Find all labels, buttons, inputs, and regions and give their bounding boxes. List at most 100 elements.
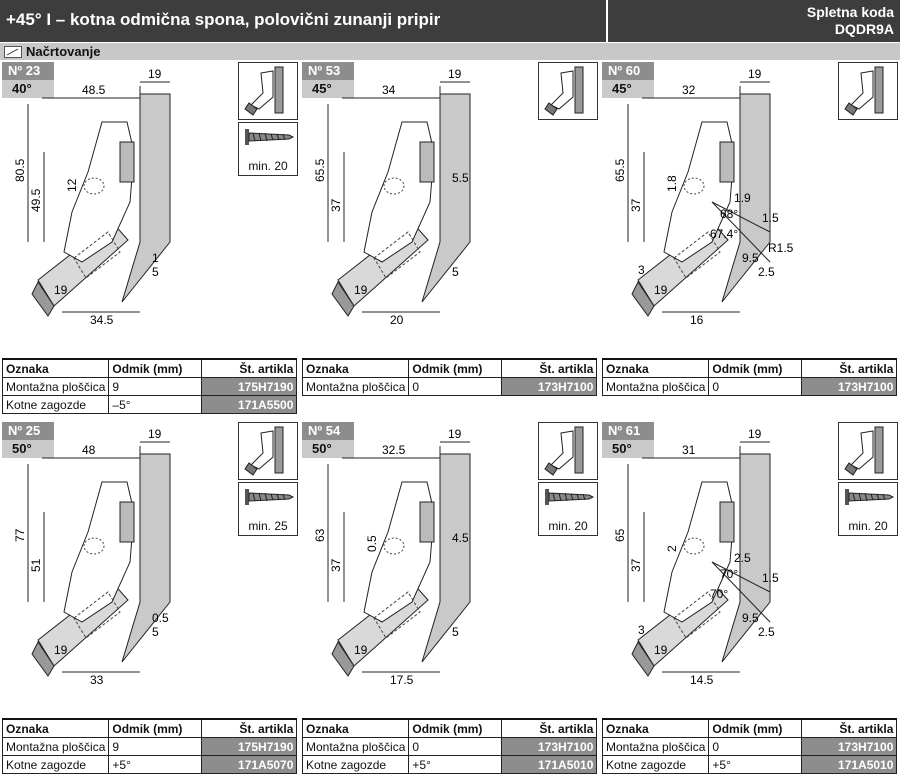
screw-length: min. 20 <box>848 519 888 533</box>
cup-recess <box>673 591 721 639</box>
panel-angle: 50° <box>602 440 654 458</box>
dim-width: 48.5 <box>82 83 106 97</box>
dim-inner: 49.5 <box>29 188 43 212</box>
dim-width: 34 <box>382 83 396 97</box>
dim-d2: 1.5 <box>762 211 779 225</box>
panel-angle: 40° <box>2 80 54 98</box>
row-article: 171A5010 <box>501 755 598 774</box>
dim-bottom-19: 19 <box>54 643 68 657</box>
dim-radius: R1.5 <box>768 241 794 255</box>
mounting-plate <box>719 501 735 543</box>
row-article: 171A5010 <box>801 755 898 774</box>
hinge-thumbnail-icon <box>244 66 284 116</box>
header-bar: +45° I – kotna odmična spona, polovični … <box>0 0 900 42</box>
dim-side1: 1 <box>152 251 159 265</box>
row-name: Kotne zagozde <box>601 755 710 774</box>
dim-d1: 1.9 <box>734 191 751 205</box>
angle-line-2 <box>711 201 771 233</box>
row-name: Montažna ploščica <box>1 377 110 396</box>
dim-height: 65 <box>613 528 627 542</box>
row-article: 175H7190 <box>201 377 298 396</box>
dim-small: 0.5 <box>365 535 379 552</box>
hinge-cup <box>83 177 105 195</box>
row-article: 173H7100 <box>501 377 598 396</box>
door-edge <box>31 281 55 317</box>
table-row: Kotne zagozde+5°171A5010 <box>601 755 898 774</box>
col-article-header: Št. artikla <box>201 718 298 738</box>
angle-line-1 <box>711 561 771 623</box>
dim-angle-1: 70° <box>720 567 738 581</box>
screw-length: min. 25 <box>248 519 288 533</box>
panel-number: Nº 61 <box>602 422 654 440</box>
col-article-header: Št. artikla <box>501 718 598 738</box>
dim-right: 5.5 <box>452 171 469 185</box>
row-offset: 0 <box>408 377 503 396</box>
dim-bottom: 34.5 <box>90 313 114 327</box>
dim-angle-2: 67.4° <box>710 227 738 241</box>
dim-height: 65.5 <box>613 158 627 182</box>
section-bar: Načrtovanje <box>0 43 900 60</box>
col-name-header: Oznaka <box>601 718 710 738</box>
hinge-icon <box>838 62 898 120</box>
dim-height: 80.5 <box>13 158 27 182</box>
cup-recess <box>673 231 721 279</box>
panel-number: Nº 60 <box>602 62 654 80</box>
dim-width: 32 <box>682 83 696 97</box>
dim-inner: 37 <box>329 558 343 572</box>
col-offset-header: Odmik (mm) <box>408 718 503 738</box>
dim-d3: 9.5 <box>742 251 759 265</box>
dim-bottom-19: 19 <box>354 283 368 297</box>
door-edge <box>631 281 655 317</box>
dim-inner: 37 <box>629 558 643 572</box>
row-offset: –5° <box>108 395 203 414</box>
dim-top: 19 <box>148 427 162 441</box>
row-name: Montažna ploščica <box>301 737 410 756</box>
screw-icon <box>245 129 295 145</box>
dim-bottom-19: 19 <box>354 643 368 657</box>
col-article-header: Št. artikla <box>801 358 898 378</box>
row-name: Kotne zagozde <box>1 755 110 774</box>
row-offset: +5° <box>108 755 203 774</box>
row-name: Kotne zagozde <box>1 395 110 414</box>
dim-angle-1: 68° <box>720 207 738 221</box>
dim-bottom: 33 <box>90 673 104 687</box>
dim-inner: 51 <box>29 558 43 572</box>
panel-angle: 45° <box>602 80 654 98</box>
dim-side2: 5 <box>152 265 159 279</box>
screw-box: min. 20 <box>538 482 598 536</box>
dim-bottom-19: 19 <box>654 643 668 657</box>
angle-line-1 <box>711 201 771 263</box>
angle-line-2 <box>711 561 771 593</box>
hinge-thumbnail-icon <box>544 426 584 476</box>
dim-side2: 5 <box>452 265 459 279</box>
hinge-arm <box>663 481 735 623</box>
dim-d5: 3 <box>638 263 645 277</box>
dim-inner: 37 <box>329 198 343 212</box>
header-divider <box>606 0 608 42</box>
screw-icon <box>245 489 295 505</box>
screw-icon <box>845 489 895 505</box>
hinge-thumbnail-icon <box>544 66 584 116</box>
row-offset: +5° <box>408 755 503 774</box>
dim-bottom: 16 <box>690 313 704 327</box>
dim-side1: 0.5 <box>152 611 169 625</box>
row-name: Kotne zagozde <box>301 755 410 774</box>
row-article: 171A5070 <box>201 755 298 774</box>
door-edge <box>331 641 355 677</box>
dim-top: 19 <box>748 427 762 441</box>
dim-top: 19 <box>748 67 762 81</box>
hinge-arm <box>363 121 435 263</box>
dim-side2: 5 <box>152 625 159 639</box>
